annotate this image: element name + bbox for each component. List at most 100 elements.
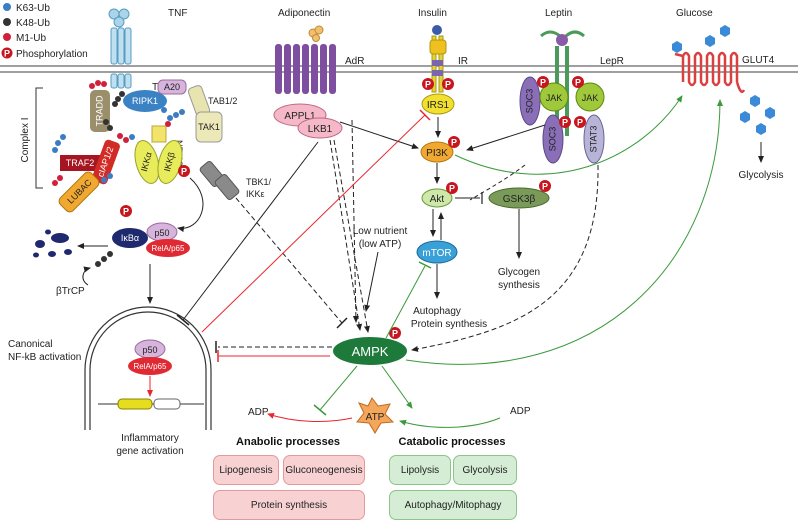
label-adr: AdR <box>345 56 364 67</box>
nucleus <box>84 306 212 430</box>
label-glucose: Glucose <box>676 8 713 19</box>
label-socs3-bottom: SOC3 <box>547 127 557 152</box>
label-a20: A20 <box>164 82 180 92</box>
pi3k-phos-icon <box>448 136 460 148</box>
ikkb-phos-icon <box>178 165 190 177</box>
catabolic-title: Catabolic processes <box>399 436 506 448</box>
label-jak-right: JAK <box>582 93 599 103</box>
ubiquitin-chains <box>52 80 185 186</box>
lepr-to-pi3k-arrow <box>466 124 546 152</box>
proteasome-fragments-icon <box>33 229 72 258</box>
ampk-phos-icon <box>389 327 401 339</box>
pathway-edges <box>176 95 723 428</box>
label-tbk1-line2: IKKε <box>246 189 265 199</box>
label-tak1: TAK1 <box>198 122 220 132</box>
k48-chain-ikba <box>95 251 113 267</box>
dna-gene-icon <box>98 398 204 410</box>
lkb1-node <box>297 117 343 139</box>
label-ikkb: IKKβ <box>162 151 177 173</box>
label-tnf: TNF <box>168 8 187 19</box>
lubac-node <box>58 171 100 213</box>
ikk-to-ikba-arrow <box>177 177 204 233</box>
legend-phos: Phosphorylation <box>16 49 88 60</box>
low-nutrient-to-ampk-arrow <box>364 251 379 312</box>
jak-node-right <box>575 82 605 112</box>
tak1-node <box>195 111 223 143</box>
k63-legend-dot <box>3 3 11 11</box>
label-ikka: IKKα <box>139 151 154 173</box>
ampk-node <box>333 337 407 365</box>
tnf-trimer-icon <box>108 8 132 89</box>
anabolic-box-gluconeogenesis: Gluconeogenesis <box>283 455 365 485</box>
jak-left-phos-icon <box>537 76 549 88</box>
phosphorylation-legend-icon <box>1 47 13 59</box>
ikkb-node <box>157 140 183 184</box>
nemo-node <box>151 125 167 143</box>
label-low-nutrient-2: (low ATP) <box>359 239 402 250</box>
ir-phos-left-label: P <box>425 80 431 90</box>
tbk1-node <box>199 161 240 200</box>
label-glycogen-1: Glycogen <box>498 267 540 278</box>
anabolic-box-lipogenesis: Lipogenesis <box>213 455 279 485</box>
rela-node-top <box>146 239 190 257</box>
stat3-phos-label: P <box>577 118 583 128</box>
label-atp: ATP <box>366 412 385 423</box>
label-low-nutrient-1: Low nutrient <box>353 226 408 237</box>
label-autophagy-1: Autophagy <box>413 306 461 317</box>
label-pi3k: PI3K <box>426 148 448 159</box>
gsk3b-node <box>488 187 550 209</box>
label-canonical-1: Canonical <box>8 339 52 350</box>
label-adiponectin: Adiponectin <box>278 8 330 19</box>
glut4-transporter <box>674 51 746 93</box>
label-mtor: mTOR <box>422 248 451 259</box>
label-inflammatory-1: Inflammatory <box>121 433 179 444</box>
gsk3b-phos-label: P <box>542 182 548 192</box>
label-autophagy-2: Protein synthesis <box>411 319 487 330</box>
pi3k-node <box>420 141 454 163</box>
label-glycolysis: Glycolysis <box>738 170 783 181</box>
adiponectin-ligand-icon <box>308 25 324 42</box>
insulin-ligand-icon <box>432 25 442 35</box>
label-gsk3b: GSK3β <box>503 194 536 205</box>
legend-m1: M1-Ub <box>16 33 46 44</box>
glucose-molecule-icons <box>672 25 775 135</box>
ikba-phos-label: P <box>123 207 129 217</box>
ir-receptor <box>429 35 447 93</box>
label-ripk1: RIPK1 <box>132 96 158 106</box>
ampk-phos-label: P <box>392 329 398 339</box>
label-jak-left: JAK <box>546 93 563 103</box>
label-ikba: IκBα <box>121 233 139 243</box>
akt-phos-icon <box>446 182 458 194</box>
label-complex1: Complex I <box>20 117 31 162</box>
legend: K63-Ub K48-Ub M1-Ub P Phosphorylation <box>1 3 88 60</box>
ikba-phos-icon <box>120 205 132 217</box>
stat3-phos-icon <box>574 116 586 128</box>
label-appl1: APPL1 <box>284 111 316 122</box>
a20-node <box>157 79 187 95</box>
ir-phos-icon-right <box>442 78 454 90</box>
pi3k-phos-label: P <box>451 138 457 148</box>
k48-legend-dot <box>3 18 11 26</box>
catabolic-box-autophagy: Autophagy/Mitophagy <box>389 490 517 520</box>
label-akt: Akt <box>430 194 445 205</box>
socs3-phos-icon <box>559 116 571 128</box>
ciap12-node <box>92 139 120 185</box>
rela-node-nucleus <box>128 357 172 375</box>
phos-symbol: P <box>4 49 10 59</box>
akt-node <box>421 188 453 208</box>
irs1-node <box>421 93 455 115</box>
ikba-node <box>112 228 148 248</box>
gsk3b-phos-icon <box>539 180 551 192</box>
legend-k63: K63-Ub <box>16 3 50 14</box>
label-leptin: Leptin <box>545 8 572 19</box>
mtor-node <box>416 240 458 264</box>
label-glut4: GLUT4 <box>742 55 775 66</box>
socs3-node-left <box>519 76 541 126</box>
label-traf2: TRAF2 <box>66 158 95 168</box>
label-stat3: STAT3 <box>588 126 598 153</box>
label-p50-top: p50 <box>154 228 169 238</box>
label-socs3-left: SOC3 <box>524 89 534 114</box>
akt-phos-label: P <box>449 184 455 194</box>
label-adp-left: ADP <box>248 407 269 418</box>
